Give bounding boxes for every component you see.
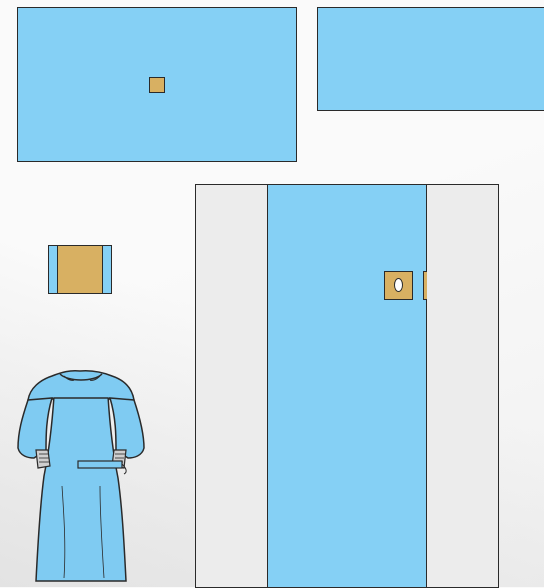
adhesive-tape-patch bbox=[149, 77, 165, 93]
fenestrated-drape bbox=[195, 184, 499, 588]
gown-belt bbox=[78, 461, 122, 468]
fenestration-hole bbox=[394, 278, 403, 292]
towel-right-edge bbox=[103, 246, 111, 293]
towel-left-edge bbox=[49, 246, 57, 293]
drape-right-panel bbox=[427, 185, 498, 587]
gown-left-sleeve bbox=[18, 398, 52, 458]
towel-center bbox=[57, 246, 103, 293]
drape-center-panel bbox=[267, 185, 427, 587]
gown-icon bbox=[12, 366, 148, 587]
fenestration-left bbox=[384, 271, 413, 300]
top-right-drape bbox=[317, 7, 544, 111]
absorbent-towel bbox=[48, 245, 112, 294]
top-left-drape bbox=[17, 7, 297, 162]
gown-right-sleeve bbox=[110, 398, 144, 458]
drape-left-panel bbox=[196, 185, 267, 587]
gown-body bbox=[36, 396, 126, 581]
gown-left-cuff bbox=[36, 450, 50, 468]
